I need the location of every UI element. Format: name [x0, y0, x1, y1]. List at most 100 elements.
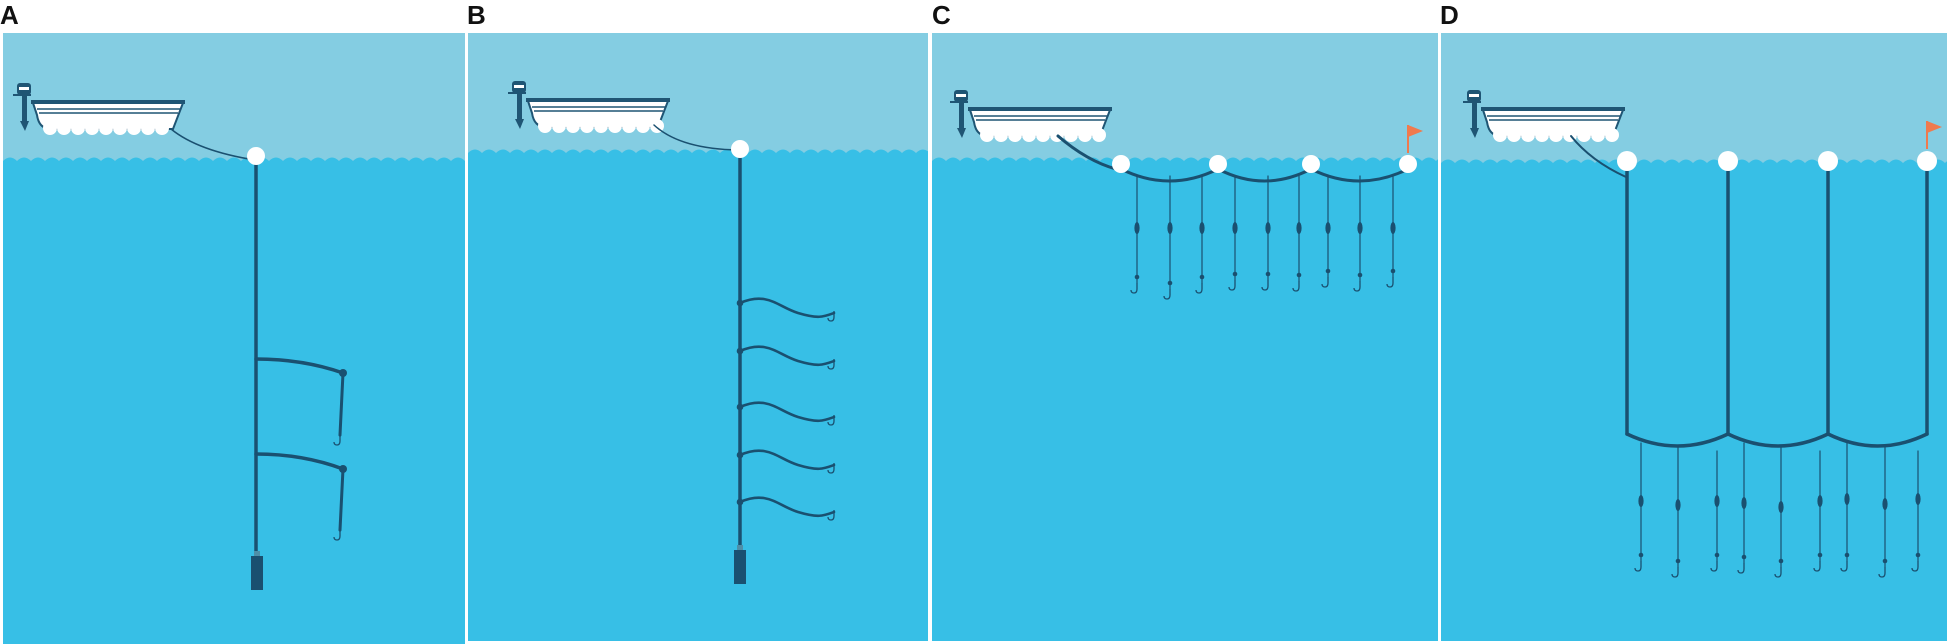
- float: [1296, 222, 1302, 234]
- sky: [932, 33, 1438, 161]
- panel-b: B: [465, 0, 930, 644]
- branch-line: [254, 452, 345, 471]
- branch-line: [254, 357, 345, 375]
- hook-icon: [1130, 283, 1138, 294]
- hook-icon: [1710, 561, 1718, 572]
- panel-label-b: B: [467, 0, 486, 30]
- swivel: [1741, 554, 1747, 560]
- panel-c-scene: [932, 33, 1438, 641]
- main-line: [1216, 167, 1313, 183]
- float: [1817, 495, 1823, 507]
- buoy-icon: [1302, 155, 1320, 173]
- hook-icon: [1813, 561, 1821, 572]
- buoy-icon: [1209, 155, 1227, 173]
- boat-icon: [950, 90, 1112, 142]
- flag-icon: [1926, 121, 1942, 149]
- hook-icon: [1195, 283, 1203, 294]
- hook-icon: [827, 463, 835, 474]
- waves: [932, 157, 1438, 641]
- hook-icon: [1840, 561, 1848, 572]
- sky: [3, 33, 465, 161]
- swivel: [1638, 552, 1644, 558]
- panel-a: A: [0, 0, 465, 644]
- swivel: [1167, 280, 1173, 286]
- swivel: [1915, 552, 1921, 558]
- main-line: [1826, 432, 1929, 448]
- branch-line: [738, 401, 836, 423]
- swivel: [1232, 271, 1238, 277]
- swivel: [1390, 268, 1396, 274]
- branch-drop: [338, 371, 345, 437]
- hook-icon: [1228, 280, 1236, 291]
- buoy-icon: [1112, 155, 1130, 173]
- hook-icon: [333, 530, 341, 541]
- panel-d-scene: [1441, 33, 1947, 641]
- swivel: [1199, 274, 1205, 280]
- branch-line: [738, 297, 836, 319]
- hook-icon: [1292, 281, 1300, 292]
- tether: [1056, 134, 1118, 171]
- float: [1325, 222, 1331, 234]
- hook-icon: [827, 311, 835, 322]
- boat-icon: [508, 81, 670, 133]
- main-line: [1726, 432, 1830, 448]
- hook-icon: [827, 359, 835, 370]
- float: [1741, 497, 1747, 509]
- hook-icon: [827, 510, 835, 521]
- float: [1714, 495, 1720, 507]
- tether: [653, 124, 739, 151]
- panel-label-d: D: [1440, 0, 1459, 30]
- panel-c: C: [930, 0, 1440, 644]
- float: [1357, 222, 1363, 234]
- buoy-icon: [1818, 151, 1838, 171]
- buoy-icon: [1718, 151, 1738, 171]
- panel-a-scene: [3, 33, 465, 644]
- swivel: [1265, 271, 1271, 277]
- panel-label-a: A: [0, 0, 19, 30]
- swivel: [1296, 272, 1302, 278]
- hook-icon: [1737, 563, 1745, 574]
- swivel: [1778, 558, 1784, 564]
- swivel: [339, 369, 347, 377]
- float: [1675, 499, 1681, 511]
- swivel: [1882, 558, 1888, 564]
- waves: [3, 157, 465, 644]
- boat-icon: [1463, 90, 1625, 142]
- float: [1638, 495, 1644, 507]
- panel-d: D: [1440, 0, 1949, 644]
- hook-icon: [1163, 289, 1171, 300]
- tether: [170, 128, 256, 161]
- float: [1232, 222, 1238, 234]
- panel-b-scene: [468, 33, 928, 641]
- hook-icon: [1774, 567, 1782, 578]
- hook-icon: [1386, 277, 1394, 288]
- float: [1390, 222, 1396, 234]
- hook-icon: [1353, 281, 1361, 292]
- hook-icon: [827, 415, 835, 426]
- sky: [468, 33, 928, 153]
- swivel: [339, 465, 347, 473]
- tether: [1570, 135, 1627, 178]
- swivel: [1844, 552, 1850, 558]
- branch-line: [738, 496, 836, 518]
- float: [1265, 222, 1271, 234]
- float: [1167, 222, 1173, 234]
- float: [1134, 222, 1140, 234]
- branch-line: [738, 449, 836, 471]
- hook-icon: [333, 435, 341, 446]
- swivel: [1325, 268, 1331, 274]
- buoy-icon: [1917, 151, 1937, 171]
- boat-icon: [13, 83, 185, 135]
- main-line: [1625, 432, 1730, 448]
- float: [1915, 493, 1921, 505]
- waves: [1441, 159, 1947, 641]
- float: [1844, 493, 1850, 505]
- swivel: [1714, 552, 1720, 558]
- hook-icon: [1911, 561, 1919, 572]
- hook-icon: [1321, 277, 1329, 288]
- sky: [1441, 33, 1947, 163]
- weight-icon: [734, 545, 746, 584]
- swivel: [1817, 552, 1823, 558]
- buoy-icon: [1399, 155, 1417, 173]
- flag-icon: [1407, 125, 1423, 153]
